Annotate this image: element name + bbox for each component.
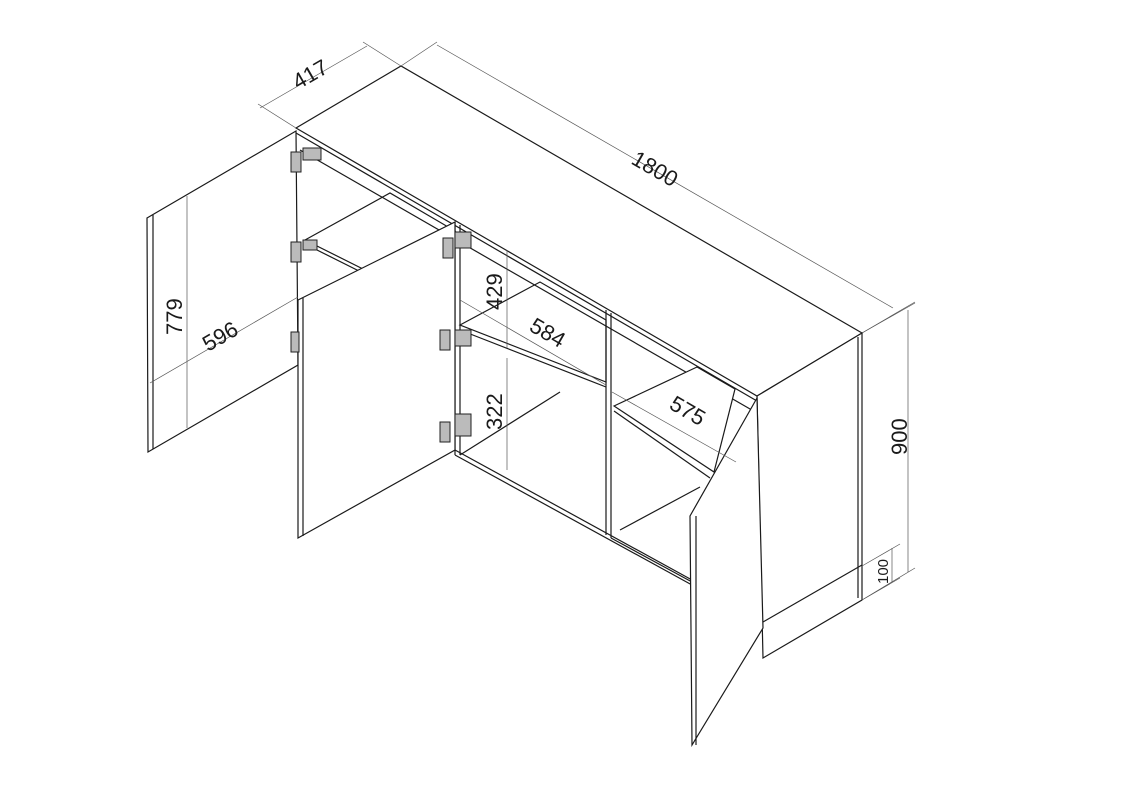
- left-door: [146, 129, 299, 454]
- plinth: [762, 564, 863, 623]
- dim-door-height-label: 779: [162, 298, 187, 335]
- dim-lower-gap-label: 322: [482, 393, 507, 430]
- dim-height-label: 900: [887, 418, 912, 455]
- dim-width-label: 1800: [628, 146, 683, 192]
- middle-door: [297, 221, 456, 540]
- dim-upper-gap-label: 429: [482, 273, 507, 310]
- right-door: [689, 395, 764, 748]
- hinge-icons: [290, 147, 472, 443]
- middle-shelf: [458, 281, 607, 383]
- right-shelf: [612, 366, 736, 473]
- dim-middle-shelf-label: 584: [526, 313, 570, 353]
- dimension-lines: [149, 41, 916, 601]
- dim-plinth-label: 100: [875, 559, 892, 584]
